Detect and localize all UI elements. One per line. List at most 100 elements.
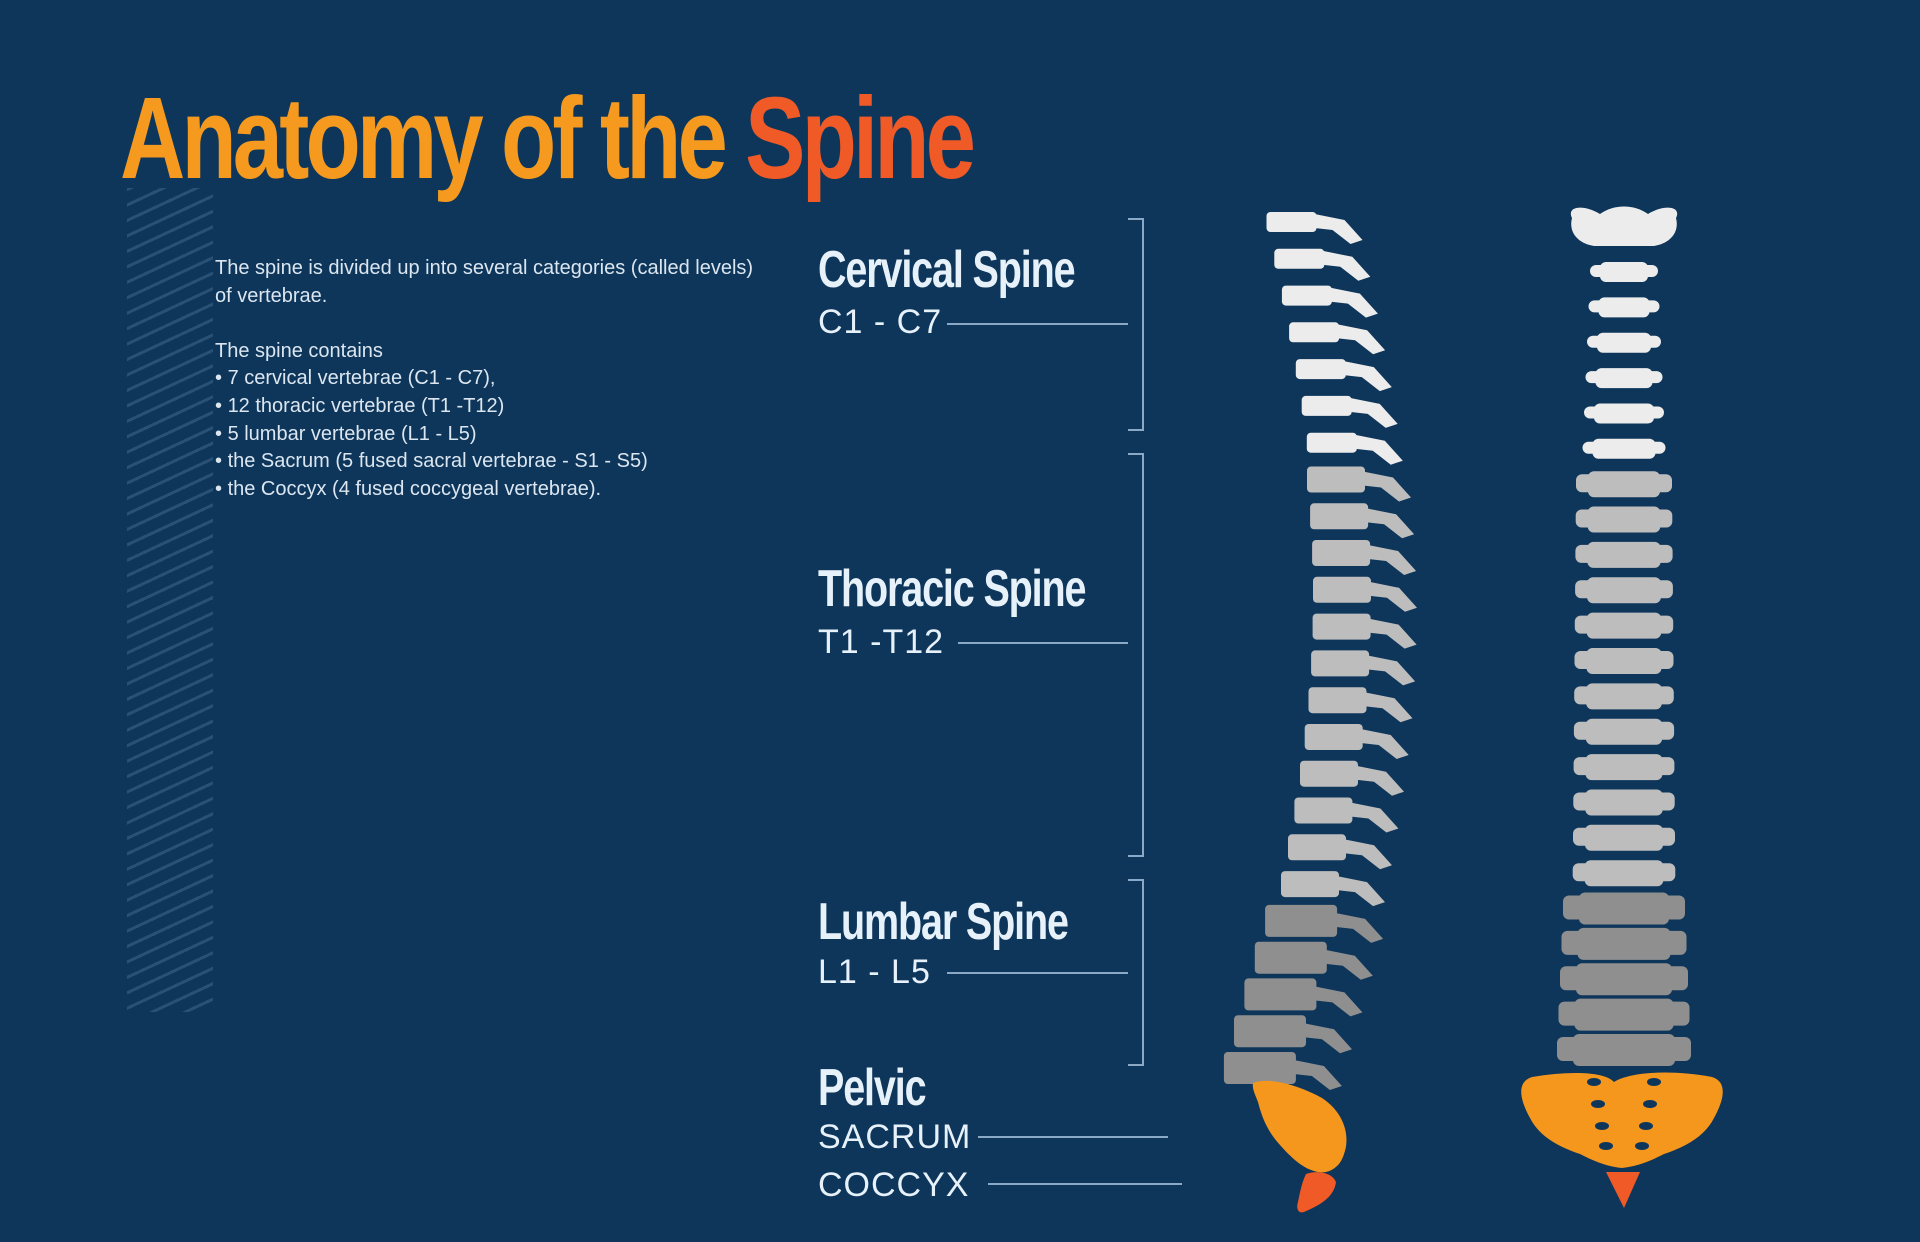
vertebra-front-lumbar <box>1563 892 1685 925</box>
vertebra-side-lumbar <box>1234 1015 1352 1054</box>
spinous-process <box>1354 434 1403 465</box>
side-view-spine <box>1223 212 1417 1090</box>
vertebra-side-lumbar <box>1265 904 1384 943</box>
vertebra-side-lumbar <box>1223 1052 1342 1090</box>
vertebra-body <box>1573 1034 1675 1066</box>
cervical-title: Cervical Spine <box>818 241 1076 299</box>
vertebra-body <box>1307 466 1365 493</box>
vertebra-front-thoracic <box>1575 541 1673 568</box>
thoracic-bracket <box>1128 453 1144 857</box>
vertebra-front-thoracic <box>1576 471 1672 498</box>
vertebra-side-cervical <box>1274 248 1371 281</box>
vertebra-body <box>1254 941 1327 974</box>
vertebra-side-thoracic <box>1288 834 1392 870</box>
vertebra-front-thoracic <box>1573 789 1675 816</box>
sacral-foramen <box>1599 1142 1613 1150</box>
list-item: 7 cervical vertebrae (C1 - C7), <box>215 365 775 393</box>
spinous-process <box>1324 949 1373 980</box>
vertebra-front-lumbar <box>1558 998 1690 1031</box>
vertebra-body <box>1586 683 1662 710</box>
spinous-process <box>1364 692 1413 723</box>
side-pelvis <box>1252 1080 1347 1213</box>
sacrum-front <box>1521 1072 1723 1168</box>
vertebra-body <box>1306 432 1357 453</box>
list-item: 12 thoracic vertebrae (T1 -T12) <box>215 393 775 421</box>
vertebra-body <box>1265 904 1338 937</box>
vertebra-front-thoracic <box>1573 754 1675 781</box>
vertebra-body <box>1223 1052 1296 1084</box>
cervical-bracket <box>1128 218 1144 431</box>
spinous-process <box>1369 581 1417 612</box>
list-item: the Coccyx (4 fused coccygeal vertebrae)… <box>215 476 775 504</box>
vertebra-body <box>1594 403 1654 424</box>
vertebra-body <box>1244 978 1317 1011</box>
spinous-process <box>1304 1023 1352 1054</box>
vertebra-front-lumbar <box>1560 963 1688 996</box>
vertebra-body <box>1312 540 1371 566</box>
sacral-foramen <box>1635 1142 1649 1150</box>
vertebra-body <box>1308 687 1367 714</box>
vertebra-body <box>1295 359 1346 380</box>
spinous-process <box>1314 986 1363 1017</box>
vertebra-body <box>1587 506 1661 533</box>
vertebra-body <box>1585 718 1663 745</box>
atlas-vertebra <box>1570 206 1678 246</box>
vertebra-body <box>1598 297 1650 318</box>
spinous-process <box>1335 912 1384 943</box>
sacral-foramen <box>1647 1078 1661 1086</box>
vertebra-side-thoracic <box>1311 650 1416 686</box>
vertebra-front-cervical <box>1587 332 1661 353</box>
vertebra-side-thoracic <box>1312 613 1417 649</box>
vertebra-body <box>1585 754 1663 781</box>
sacrum-label: SACRUM <box>818 1118 972 1156</box>
vertebra-body <box>1234 1015 1306 1048</box>
vertebra-side-cervical <box>1266 212 1363 244</box>
decorative-hatch <box>127 188 213 1012</box>
spinous-process <box>1344 839 1392 870</box>
sacral-foramen <box>1639 1122 1653 1130</box>
vertebra-front-thoracic <box>1573 718 1675 745</box>
vertebra-front-cervical <box>1590 262 1658 282</box>
vertebra-body <box>1313 576 1371 603</box>
vertebra-side-cervical <box>1289 322 1386 355</box>
vertebra-front-thoracic <box>1574 648 1674 674</box>
sacral-foramen <box>1595 1122 1609 1130</box>
vertebra-body <box>1310 503 1369 530</box>
vertebra-side-cervical <box>1306 432 1403 465</box>
intro-text: The spine is divided up into several cat… <box>215 255 775 503</box>
vertebra-body <box>1274 248 1325 269</box>
vertebra-side-thoracic <box>1281 871 1385 907</box>
list-item: 5 lumbar vertebrae (L1 - L5) <box>215 421 775 449</box>
vertebra-side-cervical <box>1301 395 1398 428</box>
vertebra-side-thoracic <box>1304 724 1409 759</box>
spinous-process <box>1363 471 1411 502</box>
vertebra-body <box>1304 724 1363 750</box>
spinous-process <box>1356 765 1404 796</box>
spinous-process <box>1343 361 1392 392</box>
vertebra-side-thoracic <box>1300 760 1404 796</box>
spinous-process <box>1368 618 1417 649</box>
vertebra-body <box>1597 332 1651 353</box>
spinous-process <box>1349 397 1398 428</box>
coccyx-side <box>1297 1172 1336 1213</box>
vertebra-side-thoracic <box>1294 797 1399 833</box>
vertebra-body <box>1311 650 1370 677</box>
vertebra-side-cervical <box>1295 359 1392 392</box>
vertebra-body <box>1579 892 1669 925</box>
vertebra-body <box>1312 613 1371 640</box>
vertebra-body <box>1288 834 1346 861</box>
vertebra-body <box>1586 612 1662 639</box>
vertebra-front-thoracic <box>1575 506 1673 533</box>
vertebra-body <box>1281 871 1339 898</box>
region-brackets <box>947 218 1182 1185</box>
lumbar-title: Lumbar Spine <box>818 893 1069 951</box>
vertebra-body <box>1266 212 1317 232</box>
sacral-foramen <box>1591 1100 1605 1108</box>
vertebra-side-cervical <box>1281 285 1378 318</box>
vertebra-front-cervical <box>1584 403 1664 424</box>
vertebra-front-thoracic <box>1575 577 1673 604</box>
vertebra-front-thoracic <box>1574 683 1674 710</box>
title-part-1: Anatomy of the <box>120 73 746 203</box>
vertebra-side-thoracic <box>1313 576 1417 612</box>
